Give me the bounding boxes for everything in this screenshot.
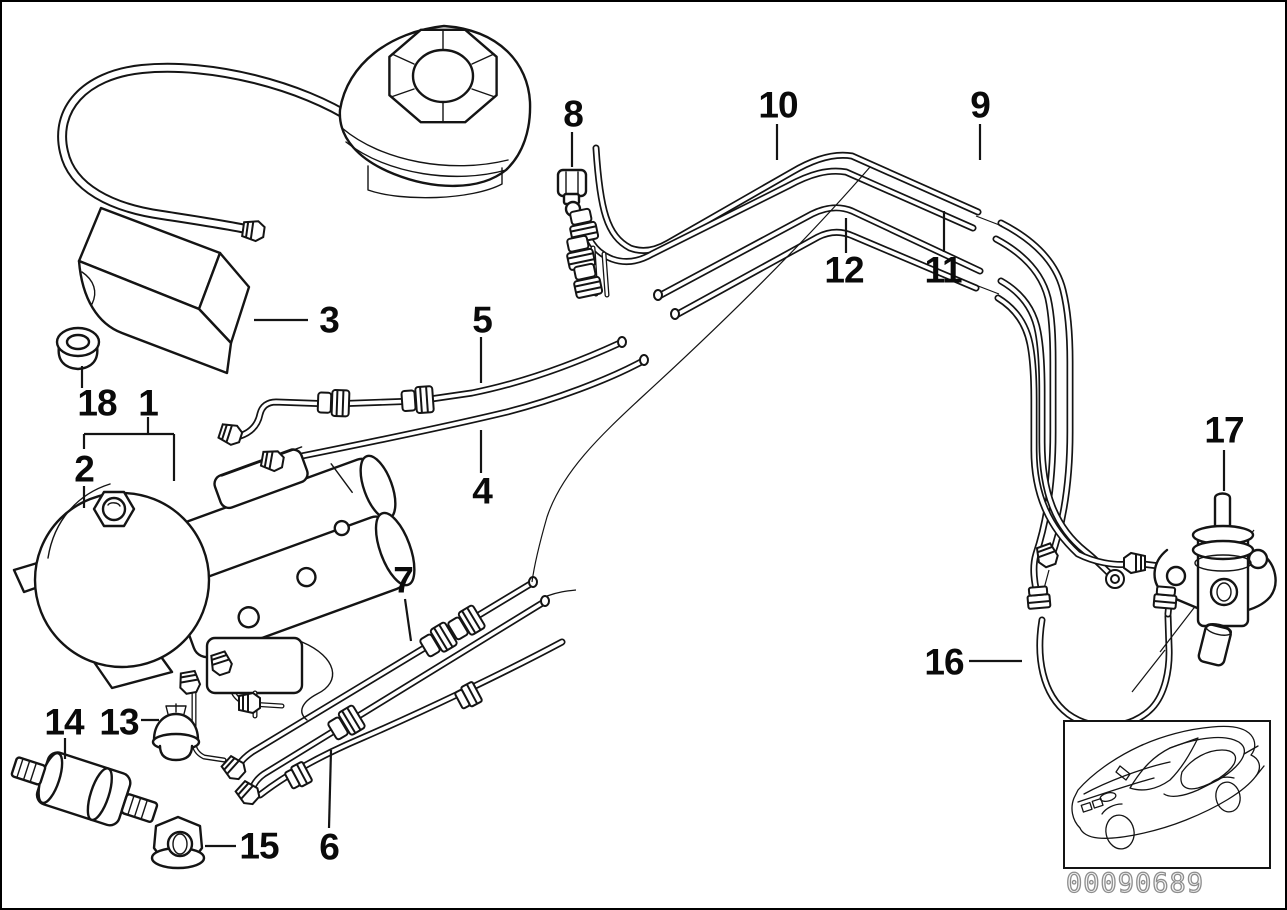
callout-12: 12 — [824, 249, 864, 291]
callout-1: 1 — [138, 382, 159, 424]
slave-cylinder — [1153, 492, 1277, 667]
reservoir-hose — [57, 62, 359, 236]
pressure-switch — [10, 751, 159, 827]
callout-13: 13 — [99, 701, 139, 743]
callout-2: 2 — [74, 448, 95, 490]
callout-7: 7 — [393, 559, 414, 601]
pipe-clip — [556, 168, 588, 218]
callout-18: 18 — [77, 382, 117, 424]
fittings — [176, 206, 1179, 809]
leader-line-6 — [327, 749, 333, 829]
leader-lines — [63, 124, 1226, 848]
callout-9: 9 — [970, 84, 991, 126]
callout-17: 17 — [1204, 409, 1244, 451]
callout-5: 5 — [472, 299, 493, 341]
sensor — [151, 703, 201, 762]
callout-6: 6 — [319, 826, 340, 868]
callout-8: 8 — [563, 93, 584, 135]
drawing-number: 00090689 — [1065, 868, 1205, 899]
callout-16: 16 — [924, 641, 964, 683]
brake-pipe-bundle — [579, 144, 1134, 602]
leader-line-7 — [403, 598, 413, 642]
car-inset — [1063, 720, 1271, 869]
expansion-tank — [338, 24, 532, 199]
pressure-hose-16 — [1036, 559, 1175, 730]
flange-nut — [150, 815, 206, 870]
callout-10: 10 — [758, 84, 798, 126]
callout-3: 3 — [319, 299, 340, 341]
hidden-line-curves — [531, 166, 1255, 693]
hydraulic-unit — [12, 446, 416, 721]
callout-4: 4 — [472, 470, 493, 512]
control-module-box — [77, 206, 251, 375]
callout-15: 15 — [239, 825, 279, 867]
feed-pipes — [236, 336, 649, 464]
grommet — [55, 326, 101, 371]
callout-14: 14 — [44, 701, 84, 743]
callout-11: 11 — [924, 249, 962, 291]
